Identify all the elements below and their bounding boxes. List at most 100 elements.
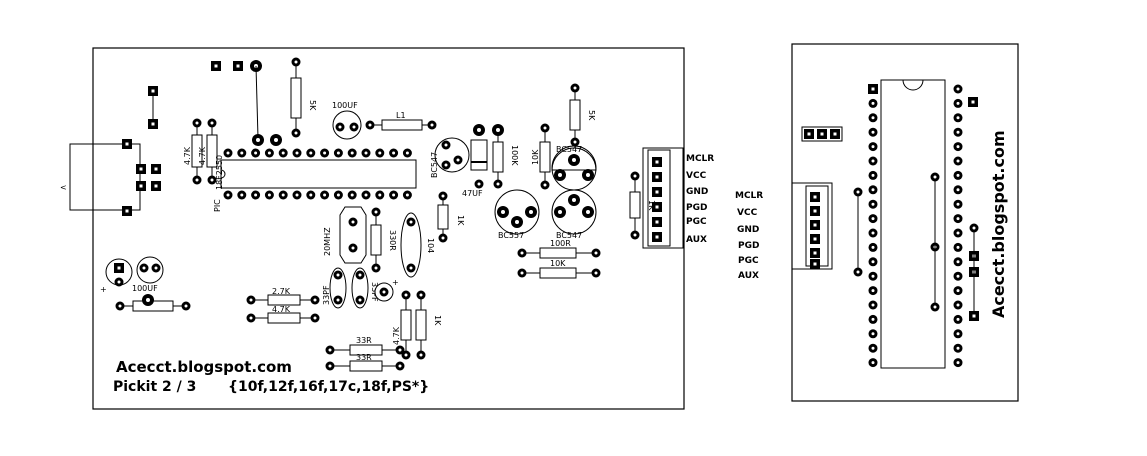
pad bbox=[361, 190, 371, 200]
svg-text:PGD: PGD bbox=[686, 203, 707, 213]
pad bbox=[953, 199, 963, 209]
svg-text:33PF: 33PF bbox=[322, 285, 331, 305]
pad bbox=[868, 257, 878, 267]
zif-socket bbox=[868, 79, 963, 369]
transistor-bc557: BC557 bbox=[494, 189, 540, 240]
pad bbox=[868, 214, 878, 224]
resistor-5k-b: 5K bbox=[569, 83, 596, 147]
svg-text:+: + bbox=[100, 285, 107, 294]
svg-text:PIC: PIC bbox=[213, 199, 222, 212]
svg-text:1K: 1K bbox=[456, 215, 465, 226]
svg-text:4.7K: 4.7K bbox=[198, 146, 207, 165]
pad bbox=[953, 343, 963, 353]
pad bbox=[953, 329, 963, 339]
pad bbox=[868, 199, 878, 209]
resistor-33r-a: 33R bbox=[325, 336, 405, 356]
pad bbox=[868, 156, 878, 166]
pad bbox=[868, 170, 878, 180]
pad bbox=[953, 156, 963, 166]
resistor-10k-b: 10K bbox=[517, 259, 601, 279]
pad bbox=[868, 228, 878, 238]
capacitor-small-plus: + bbox=[374, 278, 399, 302]
pad bbox=[953, 358, 963, 368]
pad bbox=[333, 190, 343, 200]
pad bbox=[347, 148, 357, 158]
resistor-330r: 330R bbox=[370, 207, 397, 273]
blog-url: Acecct.blogspot.com bbox=[116, 358, 292, 376]
pad bbox=[868, 271, 878, 281]
pad bbox=[320, 148, 330, 158]
pad bbox=[251, 190, 261, 200]
svg-text:BC547: BC547 bbox=[430, 152, 439, 178]
svg-text:BC557: BC557 bbox=[498, 231, 524, 240]
pad bbox=[953, 314, 963, 324]
svg-text:2.7K: 2.7K bbox=[272, 287, 291, 296]
pad bbox=[264, 148, 274, 158]
pad bbox=[953, 170, 963, 180]
svg-text:5K: 5K bbox=[587, 110, 596, 121]
pic-pins-top bbox=[223, 148, 412, 200]
pad bbox=[868, 300, 878, 310]
pad bbox=[868, 314, 878, 324]
pad bbox=[868, 113, 878, 123]
main-board-outline bbox=[92, 47, 685, 410]
pad bbox=[251, 148, 261, 158]
pad bbox=[306, 148, 316, 158]
capacitor-100uf-b: + 100UF bbox=[100, 256, 191, 312]
svg-text:MCLR: MCLR bbox=[735, 191, 763, 201]
transistor-bc547-c: BC547 bbox=[551, 189, 597, 240]
svg-text:+: + bbox=[392, 278, 399, 287]
pad bbox=[868, 242, 878, 252]
resistor-5k-a: 5K bbox=[290, 57, 317, 138]
pic-ic: PIC 18F2550 bbox=[213, 148, 417, 212]
pad bbox=[278, 148, 288, 158]
svg-text:GND: GND bbox=[737, 225, 759, 235]
pad bbox=[333, 148, 343, 158]
svg-text:5K: 5K bbox=[308, 100, 317, 111]
svg-text:100UF: 100UF bbox=[132, 284, 158, 293]
pad bbox=[292, 190, 302, 200]
pad bbox=[953, 300, 963, 310]
pad bbox=[292, 148, 302, 158]
resistor-47k-d: 4.7K bbox=[392, 290, 412, 360]
svg-text:33R: 33R bbox=[356, 336, 372, 345]
svg-text:PGC: PGC bbox=[686, 217, 707, 227]
capacitor-100uf-a: 100UF bbox=[332, 101, 362, 140]
capacitor-33pf-b: 33PF bbox=[351, 267, 379, 309]
resistor-47k-b: 4.7K bbox=[198, 118, 218, 185]
pad bbox=[868, 185, 878, 195]
resistor-1k: 1K bbox=[437, 191, 465, 243]
pad bbox=[264, 190, 274, 200]
pad bbox=[278, 190, 288, 200]
svg-text:PGC: PGC bbox=[738, 256, 759, 266]
svg-text:104: 104 bbox=[426, 238, 435, 253]
pad bbox=[953, 242, 963, 252]
transistor-bc547-a: BC547 bbox=[430, 137, 470, 178]
side-board: Acecct.blogspot.com bbox=[791, 43, 1019, 402]
pad bbox=[223, 148, 233, 158]
pad bbox=[953, 214, 963, 224]
pad bbox=[953, 185, 963, 195]
svg-text:BC547: BC547 bbox=[556, 145, 582, 154]
pad bbox=[953, 257, 963, 267]
svg-text:VCC: VCC bbox=[737, 208, 758, 218]
svg-text:VCC: VCC bbox=[686, 171, 707, 181]
svg-text:BC547: BC547 bbox=[556, 231, 582, 240]
board-title: Pickit 2 / 3 bbox=[113, 379, 196, 395]
svg-text:1K: 1K bbox=[433, 315, 442, 326]
resistor-100k: 100K bbox=[492, 134, 519, 189]
pad bbox=[953, 228, 963, 238]
pad bbox=[320, 190, 330, 200]
inductor-l1: L1 bbox=[365, 111, 437, 131]
svg-text:4.7K: 4.7K bbox=[392, 326, 401, 345]
pad bbox=[953, 127, 963, 137]
pad bbox=[953, 286, 963, 296]
svg-text:10K: 10K bbox=[550, 259, 566, 268]
component-47uf: 47UF bbox=[462, 139, 488, 198]
svg-text:4.7K: 4.7K bbox=[272, 305, 291, 314]
pad bbox=[389, 190, 399, 200]
pad bbox=[237, 148, 247, 158]
pad bbox=[868, 127, 878, 137]
svg-text:100R: 100R bbox=[550, 239, 571, 248]
